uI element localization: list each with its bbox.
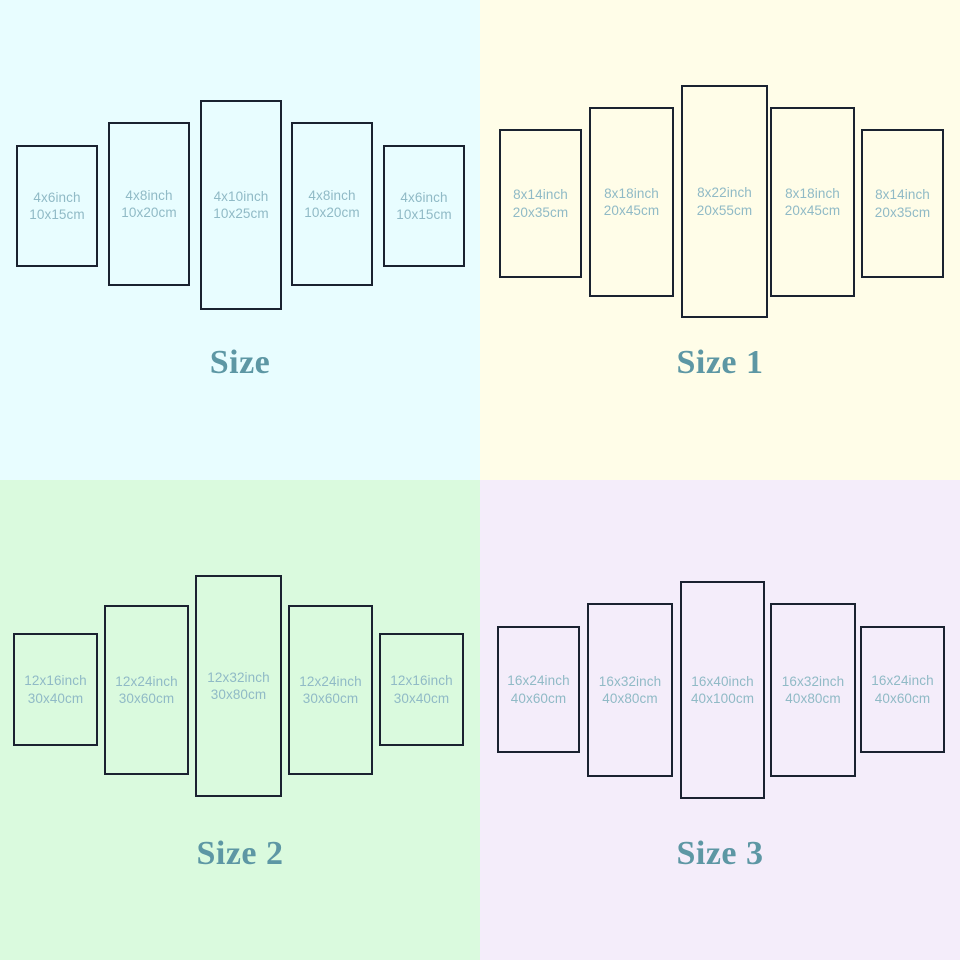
panel-label: 16x24inch 40x60cm (871, 672, 933, 707)
panel-label-inch: 12x16inch (24, 673, 87, 689)
panel-2: 8x18inch 20x45cm (589, 107, 674, 297)
panel-label: 4x8inch 10x20cm (304, 187, 359, 222)
panel-label-cm: 30x60cm (118, 691, 175, 706)
panel-label: 4x10inch 10x25cm (213, 188, 268, 223)
panel-label-inch: 4x6inch (400, 189, 448, 205)
panel-label-cm: 20x45cm (603, 203, 660, 218)
panel-label-cm: 20x45cm (784, 203, 841, 218)
panel-3: 8x22inch 20x55cm (681, 85, 768, 318)
panel-2: 16x32inch 40x80cm (587, 603, 673, 777)
panel-4: 16x32inch 40x80cm (770, 603, 856, 777)
panel-label: 8x18inch 20x45cm (604, 185, 659, 220)
panel-label-inch: 16x24inch (507, 673, 570, 689)
panel-label-inch: 8x18inch (604, 185, 659, 201)
size-group-size-3: 16x24inch 40x60cm 16x32inch 40x80cm 16x4… (480, 480, 960, 960)
panel-3: 12x32inch 30x80cm (195, 575, 282, 797)
panel-1: 8x14inch 20x35cm (499, 129, 582, 278)
panel-label-cm: 40x80cm (602, 691, 658, 706)
panel-label-cm: 10x25cm (213, 206, 269, 221)
panel-label-inch: 16x24inch (871, 673, 934, 689)
panel-1: 12x16inch 30x40cm (13, 633, 98, 746)
group-title: Size (209, 344, 271, 381)
panel-label: 16x32inch 40x80cm (782, 673, 844, 708)
panel-label-cm: 30x80cm (210, 687, 267, 702)
panel-label-cm: 20x35cm (512, 204, 569, 220)
panel-label-inch: 4x8inch (125, 187, 173, 203)
panel-label-cm: 40x60cm (510, 690, 567, 706)
panel-1: 16x24inch 40x60cm (497, 626, 580, 753)
panel-label-cm: 30x40cm (27, 690, 84, 706)
size-group-size: 4x6inch 10x15cm 4x8inch 10x20cm 4x10inch… (0, 0, 480, 480)
panel-5: 12x16inch 30x40cm (379, 633, 464, 746)
panel-1: 4x6inch 10x15cm (16, 145, 98, 267)
panel-label: 8x14inch 20x35cm (875, 186, 930, 221)
panel-5: 8x14inch 20x35cm (861, 129, 944, 278)
panel-label-inch: 16x32inch (781, 673, 845, 689)
panel-label: 12x32inch 30x80cm (207, 669, 269, 704)
panel-label: 4x6inch 10x15cm (29, 189, 84, 224)
panel-label-inch: 4x8inch (308, 187, 356, 203)
panel-label-inch: 8x14inch (513, 187, 568, 203)
panel-label: 4x6inch 10x15cm (396, 189, 451, 224)
panel-label: 4x8inch 10x20cm (121, 187, 176, 222)
panel-label-inch: 4x6inch (33, 189, 81, 205)
panel-label-inch: 12x16inch (390, 673, 453, 689)
panel-label-inch: 8x14inch (875, 187, 930, 203)
panel-label-inch: 12x24inch (115, 673, 178, 689)
panel-label: 8x18inch 20x45cm (785, 185, 840, 220)
panel-4: 12x24inch 30x60cm (288, 605, 373, 775)
panel-label-inch: 8x22inch (697, 185, 752, 201)
panel-label-inch: 8x18inch (785, 185, 840, 201)
panel-label: 8x14inch 20x35cm (513, 186, 568, 221)
panel-5: 16x24inch 40x60cm (860, 626, 945, 753)
panel-label-inch: 4x10inch (213, 188, 269, 204)
panel-2: 4x8inch 10x20cm (108, 122, 190, 286)
size-group-size-2: 12x16inch 30x40cm 12x24inch 30x60cm 12x3… (0, 480, 480, 960)
group-title: Size 1 (676, 344, 764, 381)
panel-label-cm: 20x35cm (874, 204, 931, 220)
panel-label-inch: 12x24inch (299, 673, 362, 689)
panel-label: 16x40inch 40x100cm (691, 673, 754, 708)
panel-3: 16x40inch 40x100cm (680, 581, 765, 799)
panel-label-cm: 30x40cm (393, 690, 450, 706)
panel-label-cm: 40x80cm (785, 691, 841, 706)
panel-4: 8x18inch 20x45cm (770, 107, 855, 297)
group-title: Size 3 (676, 835, 764, 872)
panel-label: 12x24inch 30x60cm (299, 673, 361, 708)
panel-5: 4x6inch 10x15cm (383, 145, 465, 267)
panel-label-cm: 40x100cm (690, 691, 755, 706)
panel-label-cm: 10x15cm (29, 207, 85, 222)
panel-label-cm: 20x55cm (696, 202, 753, 218)
panel-label: 12x16inch 30x40cm (24, 672, 86, 707)
group-title: Size 2 (196, 835, 284, 872)
panel-label-inch: 16x32inch (598, 673, 662, 689)
panel-3: 4x10inch 10x25cm (200, 100, 282, 310)
panel-label: 12x24inch 30x60cm (115, 673, 177, 708)
panel-label: 16x24inch 40x60cm (507, 672, 569, 707)
panel-label: 8x22inch 20x55cm (697, 184, 752, 219)
panel-label-inch: 12x32inch (207, 669, 270, 685)
panel-label-cm: 10x20cm (304, 205, 360, 220)
panel-label-cm: 40x60cm (874, 690, 931, 706)
panel-label: 16x32inch 40x80cm (599, 673, 661, 708)
panel-label-cm: 10x20cm (121, 205, 177, 220)
panel-2: 12x24inch 30x60cm (104, 605, 189, 775)
panel-4: 4x8inch 10x20cm (291, 122, 373, 286)
panel-label-inch: 16x40inch (691, 673, 754, 689)
panel-label-cm: 10x15cm (396, 207, 452, 222)
size-group-size-1: 8x14inch 20x35cm 8x18inch 20x45cm 8x22in… (480, 0, 960, 480)
panel-label: 12x16inch 30x40cm (390, 672, 452, 707)
panel-label-cm: 30x60cm (302, 691, 359, 706)
